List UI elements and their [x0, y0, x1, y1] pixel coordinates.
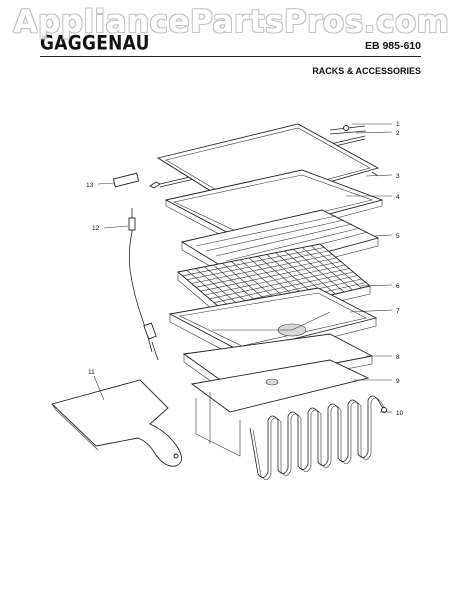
callout-8: 8: [396, 354, 400, 361]
callout-12: 12: [92, 225, 100, 232]
callout-7: 7: [396, 308, 400, 315]
callout-5: 5: [396, 233, 400, 240]
leader-lines: [93, 123, 393, 413]
callout-2: 2: [396, 130, 400, 137]
callout-13: 13: [86, 182, 94, 189]
header-rule: [40, 56, 421, 57]
part-10-heating-element: [249, 395, 388, 480]
part-9-bracket: [190, 359, 370, 457]
callout-4: 4: [396, 194, 400, 201]
part-12-meat-probe: [128, 208, 159, 361]
callout-9: 9: [396, 378, 400, 385]
model-number: EB 985-610: [364, 40, 421, 52]
part-6-grill-rack: [176, 243, 371, 327]
part-3-top-frame: [156, 123, 380, 209]
part-7-drip-pan: [168, 287, 378, 361]
callout-3: 3: [396, 173, 400, 180]
part-1-spit-clip: [329, 125, 367, 135]
brand-logo: GAGGENAU: [40, 32, 150, 55]
callout-10: 10: [396, 410, 404, 417]
callout-11: 11: [88, 369, 95, 376]
part-5-wire-rack: [180, 209, 380, 283]
section-title: RACKS & ACCESSORIES: [312, 66, 421, 76]
callout-6: 6: [396, 283, 400, 290]
part-13-handle: [112, 172, 140, 188]
part-11-pizza-peel: [51, 379, 182, 467]
callout-1: 1: [396, 121, 400, 128]
